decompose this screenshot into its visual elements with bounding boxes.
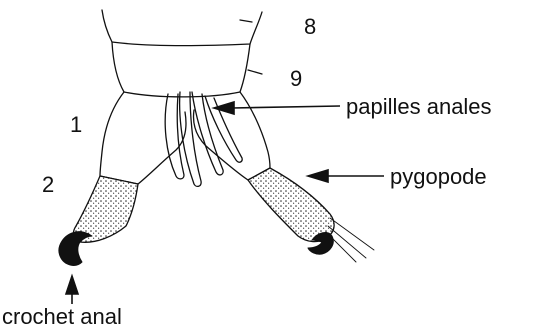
crochet-anal-arrowhead (66, 276, 78, 294)
crochet-anal-label: crochet anal (2, 306, 122, 328)
segment-9-label: 9 (290, 68, 302, 90)
segment-1-label: 1 (70, 114, 82, 136)
body-segment-8 (102, 10, 262, 46)
segment-8-edge-detail (240, 20, 252, 22)
anal-papilla-1 (165, 94, 184, 179)
segment-8-label: 8 (304, 16, 316, 38)
pygopode-arrowhead (308, 170, 328, 182)
body-segment-9 (112, 42, 250, 97)
papilles-anales-leader (232, 106, 340, 108)
segment-9-hair-detail (248, 70, 262, 74)
pygopode-label: pygopode (390, 166, 487, 188)
papilles-anales-label: papilles anales (346, 96, 492, 118)
segment-2-label: 2 (42, 174, 54, 196)
left-anal-hook (59, 232, 92, 266)
right-pygopode-seta (330, 218, 374, 250)
